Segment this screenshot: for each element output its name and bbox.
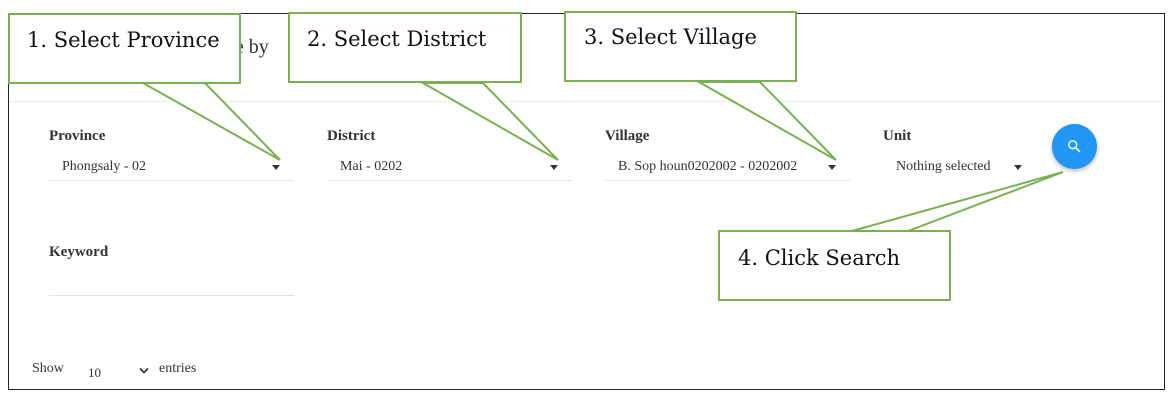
province-selected-value: Phongsaly - 02 [62,159,146,174]
show-label: Show [32,361,64,376]
callout-pointer-step1 [139,82,281,161]
caret-down-icon [1014,165,1022,170]
village-select[interactable]: B. Sop houn0202002 - 0202002 [605,150,850,181]
entries-per-page-value: 10 [88,365,101,380]
province-select[interactable]: Phongsaly - 02 [49,150,294,181]
search-button[interactable] [1052,124,1097,169]
callout-step3: 3. Select Village [564,11,797,82]
keyword-label: Keyword [49,244,109,260]
unit-label: Unit [883,128,912,144]
district-selected-value: Mai - 0202 [340,159,403,174]
chevron-down-icon [139,367,149,374]
village-label: Village [605,128,650,144]
callout-step2: 2. Select District [288,12,522,83]
keyword-input[interactable] [49,266,294,296]
caret-down-icon [828,165,836,170]
district-select[interactable]: Mai - 0202 [327,150,572,181]
unit-select[interactable]: Nothing selected [883,150,1033,180]
callout-step1: 1. Select Province [8,13,241,84]
callout-pointer-step4 [851,171,1064,232]
search-icon [1068,140,1081,153]
province-label: Province [49,128,106,144]
callout-pointer-step3 [695,81,837,161]
header-divider [9,101,1163,102]
caret-down-icon [550,165,558,170]
unit-selected-value: Nothing selected [896,159,991,174]
village-selected-value: B. Sop houn0202002 - 0202002 [618,159,798,174]
district-label: District [327,128,376,144]
entries-label: entries [159,361,197,376]
entries-per-page-select[interactable]: 10 [84,360,156,384]
callout-step4: 4. Click Search [718,230,951,301]
caret-down-icon [272,165,280,170]
callout-pointer-step2 [419,82,559,161]
